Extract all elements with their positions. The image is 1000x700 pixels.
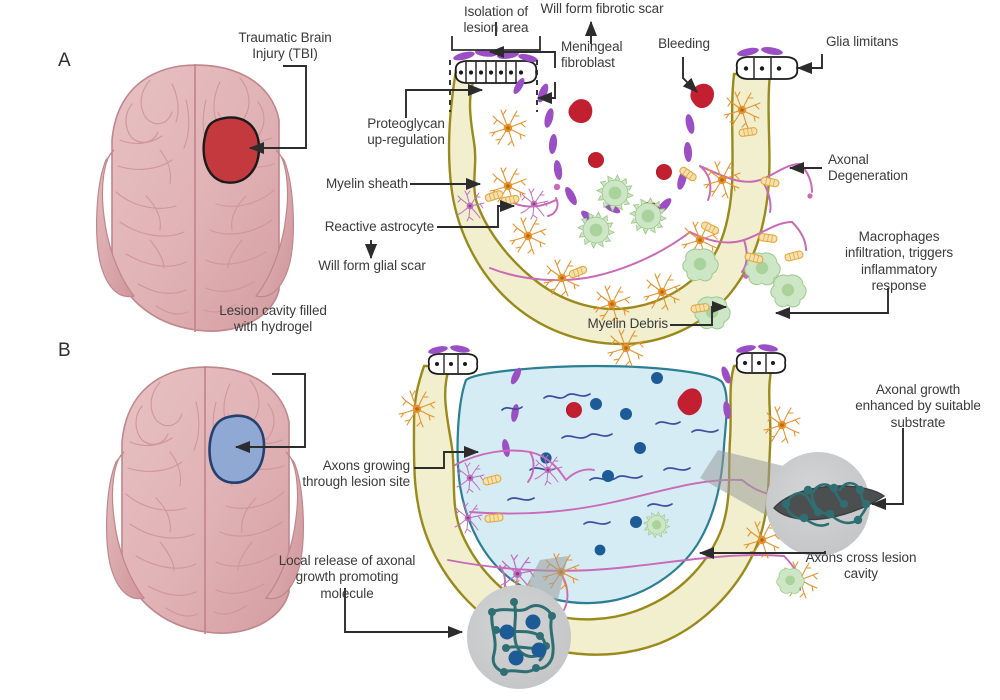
panel-letter-b: B bbox=[58, 340, 71, 361]
label-will-form-glial-scar: Will form glial scar bbox=[318, 258, 426, 273]
leader-glia-limitans bbox=[796, 54, 823, 75]
cells-in-cavity bbox=[566, 388, 702, 539]
label-axons-growing: Axons growing through lesion site bbox=[302, 458, 410, 490]
leader-axonal-growth bbox=[870, 428, 904, 511]
label-macrophages-infiltration: Macrophages infiltration, triggers infla… bbox=[844, 229, 954, 294]
glia-limitans-b-right bbox=[735, 344, 787, 374]
label-myelin-sheath: Myelin sheath bbox=[326, 176, 408, 191]
label-bleeding: Bleeding bbox=[658, 36, 710, 51]
degenerating-axons-a bbox=[489, 163, 813, 282]
inset-growth-substrate bbox=[700, 450, 886, 556]
glia-limitans-left bbox=[453, 49, 538, 84]
label-axons-cross-lesion-cavity: Axons cross lesion cavity bbox=[805, 550, 917, 582]
leader-bleeding bbox=[682, 57, 698, 93]
leader-axons-growing bbox=[414, 445, 480, 469]
label-local-release: Local release of axonal growth promoting… bbox=[278, 553, 416, 601]
leader-proteoglycan bbox=[405, 83, 484, 118]
leader-tbi bbox=[248, 65, 307, 155]
leader-meningeal-side bbox=[536, 82, 556, 105]
leader-axons-cross bbox=[698, 546, 826, 560]
label-tbi: Traumatic Brain Injury (TBI) bbox=[238, 30, 332, 62]
tbi-lesion-marker bbox=[202, 116, 261, 184]
label-proteoglycan-upregulation: Proteoglycan up-regulation bbox=[367, 116, 445, 148]
label-glia-limitans: Glia limitans bbox=[826, 34, 899, 49]
label-reactive-astrocyte: Reactive astrocyte bbox=[324, 219, 434, 234]
lesion-scar-a bbox=[447, 46, 813, 346]
bracket-isolation bbox=[451, 36, 541, 51]
label-will-form-fibrotic-scar: Will form fibrotic scar bbox=[540, 1, 664, 16]
inset-nanoparticle-network bbox=[467, 556, 571, 689]
label-meningeal-fibroblast: Meningeal fibroblast bbox=[561, 39, 623, 71]
leader-hydrogel bbox=[234, 373, 306, 454]
glia-limitans-right bbox=[735, 46, 799, 80]
leader-meningeal-top bbox=[488, 45, 556, 68]
leader-local-release bbox=[344, 588, 464, 639]
leader-reactive-astrocyte bbox=[437, 199, 516, 228]
panel-letter-a: A bbox=[58, 50, 71, 71]
label-isolation-of-lesion-area: Isolation of lesion area bbox=[463, 4, 529, 36]
axon-endbulbs-a bbox=[553, 183, 813, 279]
leader-myelin-debris bbox=[670, 300, 728, 326]
label-axonal-degeneration: Axonal Degeneration bbox=[828, 152, 908, 184]
label-myelin-debris: Myelin Debris bbox=[587, 316, 669, 331]
hydrogel-lesion-marker bbox=[208, 414, 266, 484]
meningeal-fibroblasts-b bbox=[502, 366, 731, 457]
label-lesion-cavity-hydrogel: Lesion cavity filled with hydrogel bbox=[219, 303, 327, 335]
leader-lines bbox=[234, 20, 904, 639]
brain-illustration-a bbox=[96, 64, 294, 332]
leader-macrophages bbox=[774, 288, 889, 320]
meningeal-fibroblast-layer-right bbox=[737, 46, 783, 57]
label-axonal-growth-substrate: Axonal growth enhanced by suitable subst… bbox=[855, 382, 981, 430]
glia-limitans-b-left bbox=[427, 345, 479, 375]
